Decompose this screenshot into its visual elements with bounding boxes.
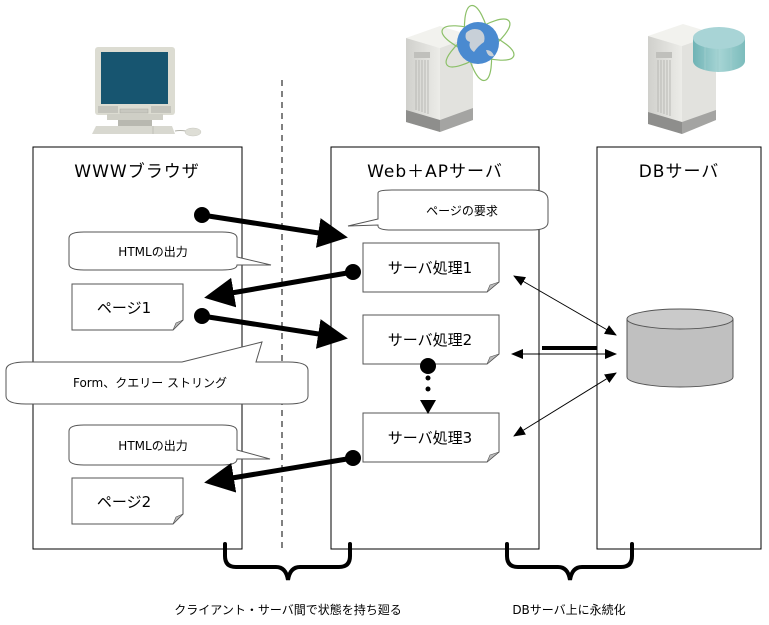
web-server-globe-icon bbox=[406, 4, 515, 132]
svg-text:サーバ処理1: サーバ処理1 bbox=[388, 259, 472, 277]
page-1-box: ページ1 bbox=[71, 283, 184, 331]
svg-text:サーバ処理2: サーバ処理2 bbox=[388, 331, 472, 349]
arrow-db-process-3 bbox=[513, 372, 617, 437]
server-process-3-box: サーバ処理3 bbox=[362, 412, 500, 463]
arrow-html-output-2 bbox=[204, 450, 361, 493]
caption-db-persist: DBサーバ上に永続化 bbox=[512, 603, 625, 617]
web-ap-server-title: Web＋APサーバ bbox=[367, 162, 503, 182]
svg-text:HTMLの出力: HTMLの出力 bbox=[118, 439, 187, 453]
db-server-title: DBサーバ bbox=[639, 162, 720, 182]
page-2-box: ページ2 bbox=[71, 477, 184, 525]
svg-text:ページの要求: ページの要求 bbox=[426, 204, 498, 218]
svg-text:サーバ処理3: サーバ処理3 bbox=[388, 429, 472, 447]
caption-client-server-state: クライアント・サーバ間で状態を持ち廻る bbox=[174, 602, 401, 617]
svg-text:Form、クエリー ストリング: Form、クエリー ストリング bbox=[73, 376, 227, 390]
svg-text:HTMLの出力: HTMLの出力 bbox=[118, 245, 187, 259]
server-process-2-box: サーバ処理2 bbox=[362, 314, 500, 365]
browser-title: WWWブラウザ bbox=[74, 161, 199, 182]
arrow-db-process-1 bbox=[513, 275, 617, 336]
arrow-page-request bbox=[194, 207, 348, 248]
bubble-page-request: ページの要求 bbox=[347, 189, 549, 231]
svg-text:ページ1: ページ1 bbox=[97, 299, 151, 317]
server-process-1-box: サーバ処理1 bbox=[362, 242, 500, 293]
db-connection-bar bbox=[542, 346, 597, 350]
bubble-html-output-1: HTMLの出力 bbox=[68, 231, 272, 271]
brace-db-persist bbox=[505, 542, 634, 581]
brace-client-server bbox=[223, 542, 352, 581]
arrow-form-submit bbox=[194, 308, 348, 349]
database-cylinder bbox=[626, 308, 734, 388]
desktop-computer-icon bbox=[92, 47, 202, 137]
svg-text:ページ2: ページ2 bbox=[97, 493, 151, 511]
arrow-process-2-to-3 bbox=[420, 358, 436, 414]
database-server-icon bbox=[648, 24, 745, 134]
bubble-html-output-2: HTMLの出力 bbox=[68, 424, 271, 466]
arrow-html-output-1 bbox=[204, 264, 361, 308]
bubble-form-query: Form、クエリー ストリング bbox=[5, 341, 309, 405]
